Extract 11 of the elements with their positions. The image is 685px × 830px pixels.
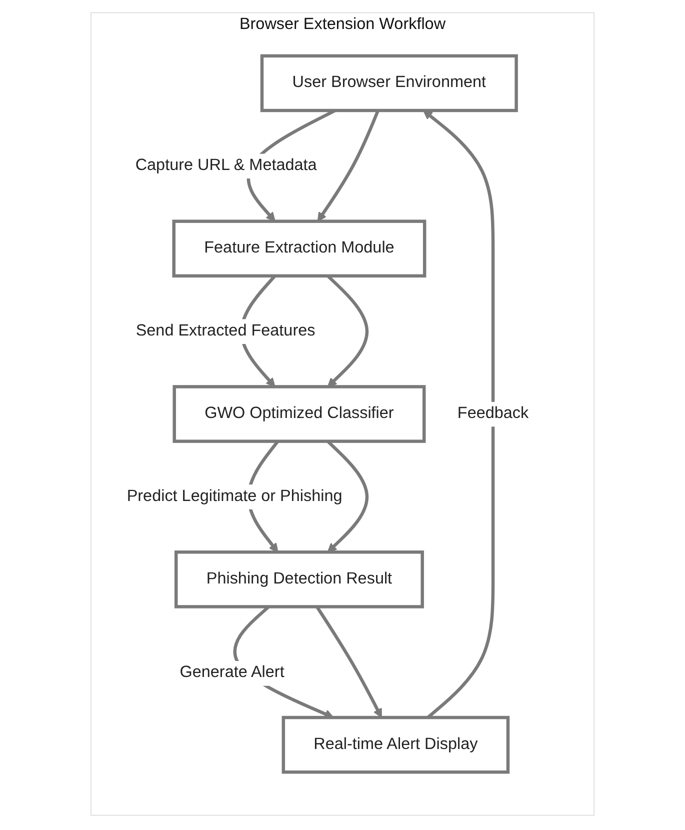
edge-label: Capture URL & Metadata (135, 156, 317, 174)
node-box: GWO Optimized Classifier (172, 385, 426, 443)
edge-label: Predict Legitimate or Phishing (126, 486, 342, 506)
edge-label: Send Extracted Features (136, 321, 316, 340)
node-box: Feature Extraction Module (172, 220, 426, 278)
edge-label: Feedback (457, 404, 529, 422)
edge-label: Generate Alert (180, 663, 284, 682)
arrow (317, 110, 380, 222)
node-box: User Browser Environment (260, 54, 518, 112)
node-box: Real-time Alert Display (282, 716, 510, 774)
node-box: Phishing Detection Result (174, 550, 424, 608)
